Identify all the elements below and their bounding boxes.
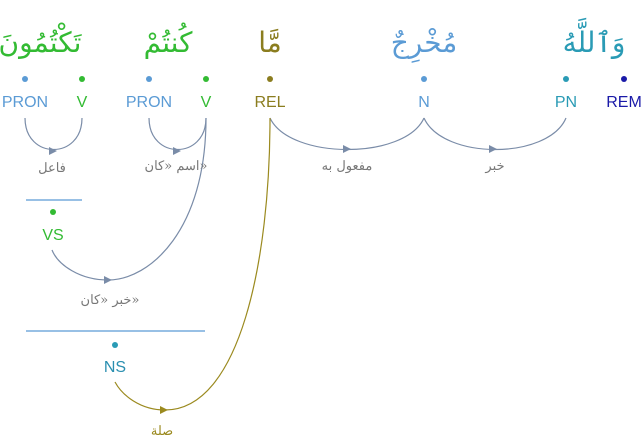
edge-fael-1: [24, 117, 83, 151]
node-vs: VS: [42, 227, 63, 244]
dot-w4-n: [421, 76, 427, 82]
tag-w5-pn: PN: [555, 94, 577, 111]
edge-predicate-arrow: [489, 145, 497, 153]
word-wallahu: وَٱللَّهُ: [563, 17, 626, 59]
dot-w1-pron: [22, 76, 28, 82]
edge-object: [269, 117, 425, 150]
edge-kana-predicate: [51, 117, 207, 281]
edge-predicate: [423, 117, 567, 150]
tag-w1-pron: PRON: [2, 94, 48, 111]
edge-kana-predicate-arrow: [104, 276, 112, 284]
dot-w5-rem: [621, 76, 627, 82]
word-kuntum-text: كُنتُمْ: [144, 22, 194, 59]
word-kuntum: كُنتُمْ: [144, 22, 194, 59]
edge-relative-clause-arrow: [160, 406, 168, 414]
label-kana-predicate: خبر «كان»: [81, 293, 140, 308]
dot-w2-v: [203, 76, 209, 82]
edge-kana-subject: [148, 117, 207, 151]
tag-w1-v: V: [77, 94, 88, 111]
edge-fael-1-arrow: [49, 147, 57, 155]
node-ns: NS: [104, 359, 126, 376]
edge-kana-subject-arrow: [173, 147, 181, 155]
label-object: مفعول به: [322, 159, 373, 174]
word-mukhrij: مُخْرِجٌ: [391, 26, 458, 63]
tag-w3-rel: REL: [254, 94, 285, 111]
tag-w2-pron: PRON: [126, 94, 172, 111]
word-mukhrij-text: مُخْرِجٌ: [391, 26, 458, 63]
tag-w4-n: N: [418, 94, 430, 111]
dot-w2-pron: [146, 76, 152, 82]
word-ma-text: مَّا: [258, 26, 282, 59]
dot-vs: [50, 209, 56, 215]
label-relative-clause: صلة: [151, 424, 173, 438]
edge-object-arrow: [343, 145, 351, 153]
label-predicate: خبر: [484, 159, 504, 174]
word-taktumuna-text: تَكْتُمُونَ: [0, 22, 82, 59]
tag-w2-v: V: [201, 94, 212, 111]
tag-w5-rem: REM: [606, 94, 642, 111]
label-subject-1: فاعل: [38, 161, 66, 176]
dot-w5-pn: [563, 76, 569, 82]
word-ma: مَّا: [258, 26, 282, 59]
dot-ns: [112, 342, 118, 348]
edge-relative-clause: [114, 117, 271, 411]
dot-w3-rel: [267, 76, 273, 82]
word-wallahu-text: وَٱللَّهُ: [563, 17, 626, 59]
label-kana-subject: اسم «كان»: [145, 159, 208, 174]
dot-w1-v: [79, 76, 85, 82]
word-taktumuna: تَكْتُمُونَ: [0, 22, 82, 59]
